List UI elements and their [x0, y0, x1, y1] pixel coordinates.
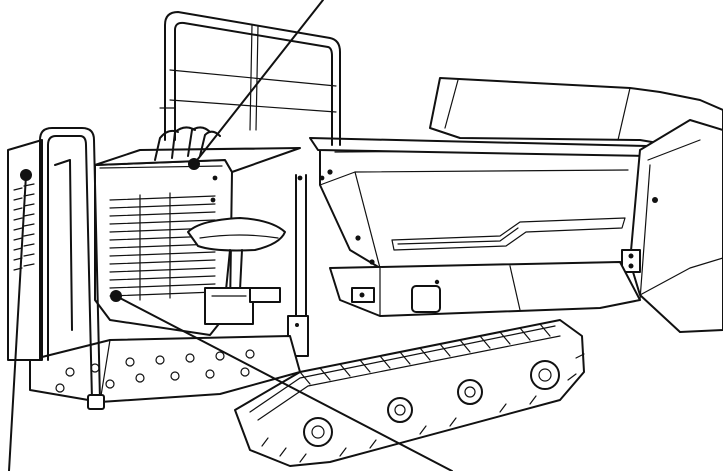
frame-posts — [287, 174, 309, 357]
callout-engine-hood-top — [188, 0, 324, 170]
callout-engine-grille — [110, 290, 453, 471]
roll-bar — [159, 11, 341, 146]
control-panel — [7, 127, 105, 410]
dump-bucket — [297, 77, 723, 333]
crawler-track — [234, 319, 585, 467]
chassis — [329, 261, 641, 317]
operator-seat — [187, 217, 286, 325]
operator-footplate — [29, 335, 301, 403]
callout-handlebar-left — [8, 169, 32, 471]
